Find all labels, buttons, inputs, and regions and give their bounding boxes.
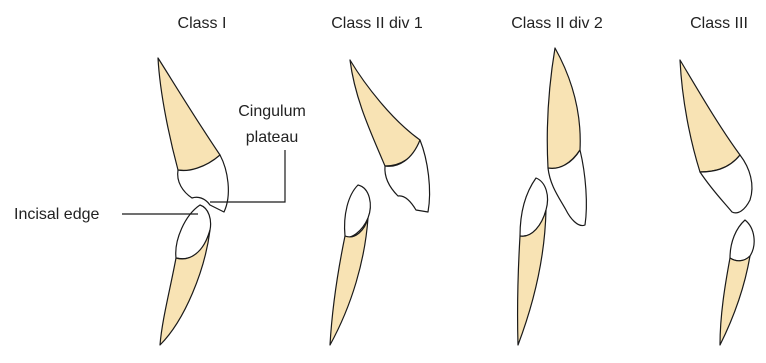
incisal-edge-annotation: Incisal edge bbox=[14, 206, 198, 223]
class-ii-div-2-title: Class II div 2 bbox=[511, 15, 603, 32]
class-ii-div-2-teeth bbox=[518, 48, 587, 345]
class-iii-teeth bbox=[680, 60, 754, 345]
class-iii-title: Class III bbox=[690, 15, 748, 32]
class-ii-div-1-title: Class II div 1 bbox=[331, 15, 423, 32]
class-i-title: Class I bbox=[178, 15, 227, 32]
incisal-edge-label: Incisal edge bbox=[14, 206, 99, 223]
class-i-upper-incisor bbox=[158, 58, 228, 212]
cingulum-label-line-1: Cingulum bbox=[238, 103, 306, 120]
cingulum-label-line-2: plateau bbox=[246, 129, 299, 146]
class-ii-div-2-upper-incisor bbox=[547, 48, 586, 226]
class-iii-lower-incisor bbox=[720, 220, 754, 345]
class-i-lower-incisor bbox=[160, 205, 211, 345]
class-ii-div-2-lower-incisor bbox=[518, 178, 548, 345]
class-ii-div-1-teeth bbox=[330, 60, 430, 345]
class-ii-div-1-lower-incisor bbox=[330, 185, 370, 345]
class-iii-upper-incisor bbox=[680, 60, 752, 213]
